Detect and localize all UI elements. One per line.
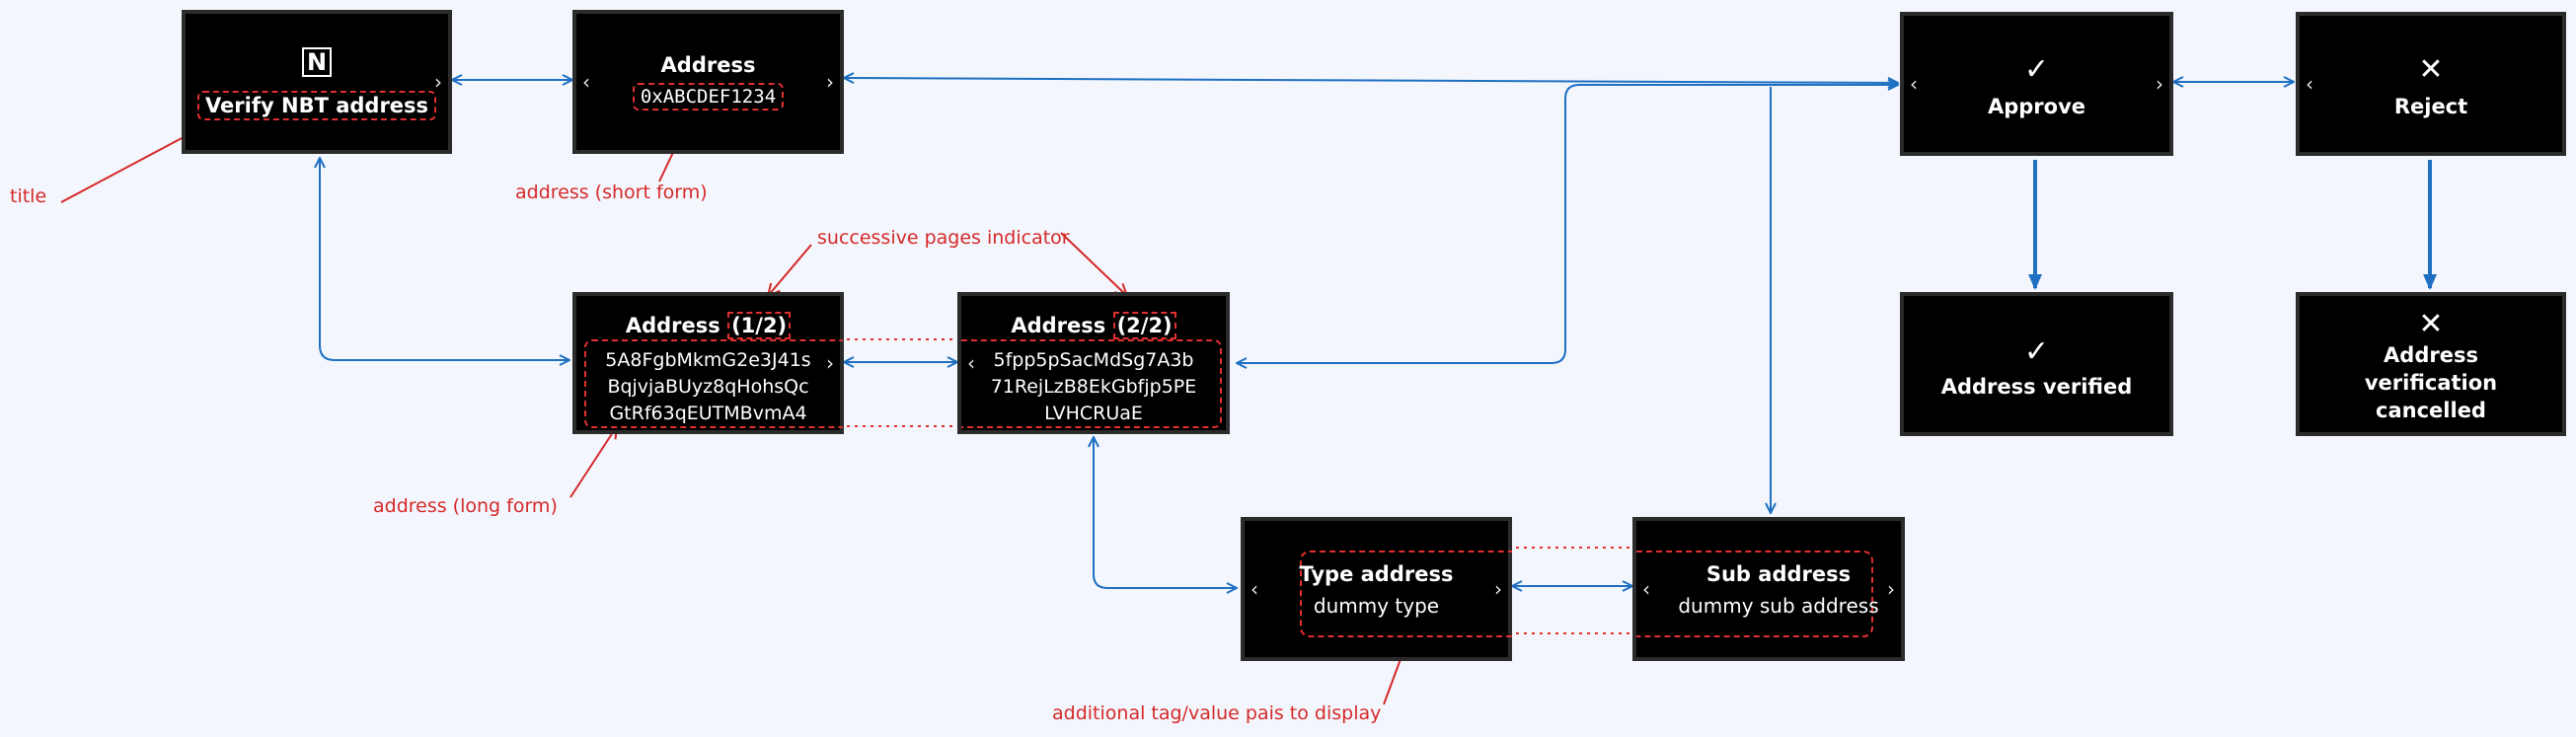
screen-verify[interactable]: N Verify NBT address ›: [182, 10, 452, 154]
address-line: 5fpp5pSacMdSg7A3b: [993, 349, 1194, 371]
check-icon: ✓: [2023, 334, 2050, 369]
screen-address-page-1[interactable]: Address (1/2) 5A8FgbMkmG2e3J41s BqjvjaBU…: [572, 292, 844, 434]
chevron-left-icon[interactable]: ‹: [582, 70, 590, 94]
tag-label: Sub address: [1705, 562, 1852, 586]
screen-address-page-2[interactable]: Address (2/2) 5fpp5pSacMdSg7A3b 71RejLzB…: [957, 292, 1230, 434]
connector-p2-approve: [1237, 85, 1898, 363]
screen-sub-address[interactable]: Sub address dummy sub address ‹ ›: [1632, 517, 1905, 661]
status-label: Address verified: [1940, 375, 2133, 399]
annotation-title: title: [10, 185, 47, 207]
screen-title: Address: [660, 53, 756, 77]
connector-p2-type: [1094, 437, 1237, 588]
screen-title: Verify NBT address: [196, 91, 437, 120]
chevron-right-icon[interactable]: ›: [826, 70, 834, 94]
screen-title: Address (2/2): [961, 312, 1226, 339]
action-label: Approve: [1987, 95, 2086, 118]
address-line: GtRf63qEUTMBvmA4: [609, 403, 807, 424]
title-prefix: Address: [625, 314, 728, 337]
address-line: 5A8FgbMkmG2e3J41s: [605, 349, 811, 371]
screen-address-verified: ✓ Address verified: [1900, 292, 2173, 436]
chevron-left-icon[interactable]: ‹: [2306, 72, 2313, 96]
connector-verify-p1: [320, 158, 569, 360]
action-label: Reject: [2393, 95, 2468, 118]
nbt-logo-icon: N: [302, 47, 332, 77]
tag-label: Type address: [1299, 562, 1454, 586]
address-line: LVHCRUaE: [1044, 403, 1143, 424]
annot-arrow-title: [60, 128, 200, 203]
status-line: Address: [2384, 343, 2478, 367]
close-icon: ✕: [2418, 52, 2444, 87]
page-indicator: (2/2): [1112, 312, 1176, 339]
screen-type-address[interactable]: Type address dummy type ‹ ›: [1241, 517, 1512, 661]
address-line: BqjvjaBUyz8qHohsQc: [607, 376, 809, 398]
annotation-address-long: address (long form): [373, 495, 558, 517]
chevron-left-icon[interactable]: ‹: [1642, 577, 1650, 601]
chevron-right-icon[interactable]: ›: [1494, 577, 1502, 601]
chevron-left-icon[interactable]: ‹: [1250, 577, 1258, 601]
close-icon: ✕: [2418, 307, 2444, 341]
tags-outline-right: [1636, 551, 1873, 637]
address-line: 71RejLzB8EkGbfjp5PE: [990, 376, 1197, 398]
screen-address-short[interactable]: Address 0xABCDEF1234 ‹ ›: [572, 10, 844, 154]
annot-arrow-p1: [768, 244, 812, 296]
tag-value: dummy sub address: [1678, 594, 1879, 618]
chevron-right-icon[interactable]: ›: [826, 351, 834, 375]
screen-approve[interactable]: ✓ Approve ‹ ›: [1900, 12, 2173, 156]
title-prefix: Address: [1011, 314, 1113, 337]
screen-title: Address (1/2): [576, 312, 840, 339]
chevron-left-icon[interactable]: ‹: [1910, 72, 1918, 96]
chevron-right-icon[interactable]: ›: [2156, 72, 2163, 96]
chevron-right-icon[interactable]: ›: [1887, 577, 1895, 601]
long-form-outline-right: [961, 339, 1222, 428]
chevron-right-icon[interactable]: ›: [434, 70, 442, 94]
address-value: 0xABCDEF1234: [632, 83, 785, 111]
annotation-address-short: address (short form): [515, 182, 708, 203]
connectors: [320, 78, 2437, 588]
screen-verification-cancelled: ✕ Address verification cancelled: [2296, 292, 2566, 436]
tag-value: dummy type: [1313, 594, 1440, 618]
annot-arrow-long: [569, 426, 617, 498]
annotation-pages-indicator: successive pages indicator: [817, 227, 1070, 249]
connector-address-approve: [844, 78, 1898, 83]
status-line: verification: [2364, 371, 2498, 395]
annot-arrow-p2: [1060, 232, 1127, 296]
chevron-left-icon[interactable]: ‹: [967, 351, 975, 375]
status-line: cancelled: [2376, 399, 2486, 422]
page-indicator: (1/2): [727, 312, 792, 339]
annotation-additional-tags: additional tag/value pais to display: [1052, 702, 1382, 724]
tags-outline-left: [1300, 551, 1512, 637]
check-icon: ✓: [2023, 52, 2050, 87]
screen-reject[interactable]: ✕ Reject ‹: [2296, 12, 2566, 156]
long-form-outline-left: [584, 339, 843, 428]
